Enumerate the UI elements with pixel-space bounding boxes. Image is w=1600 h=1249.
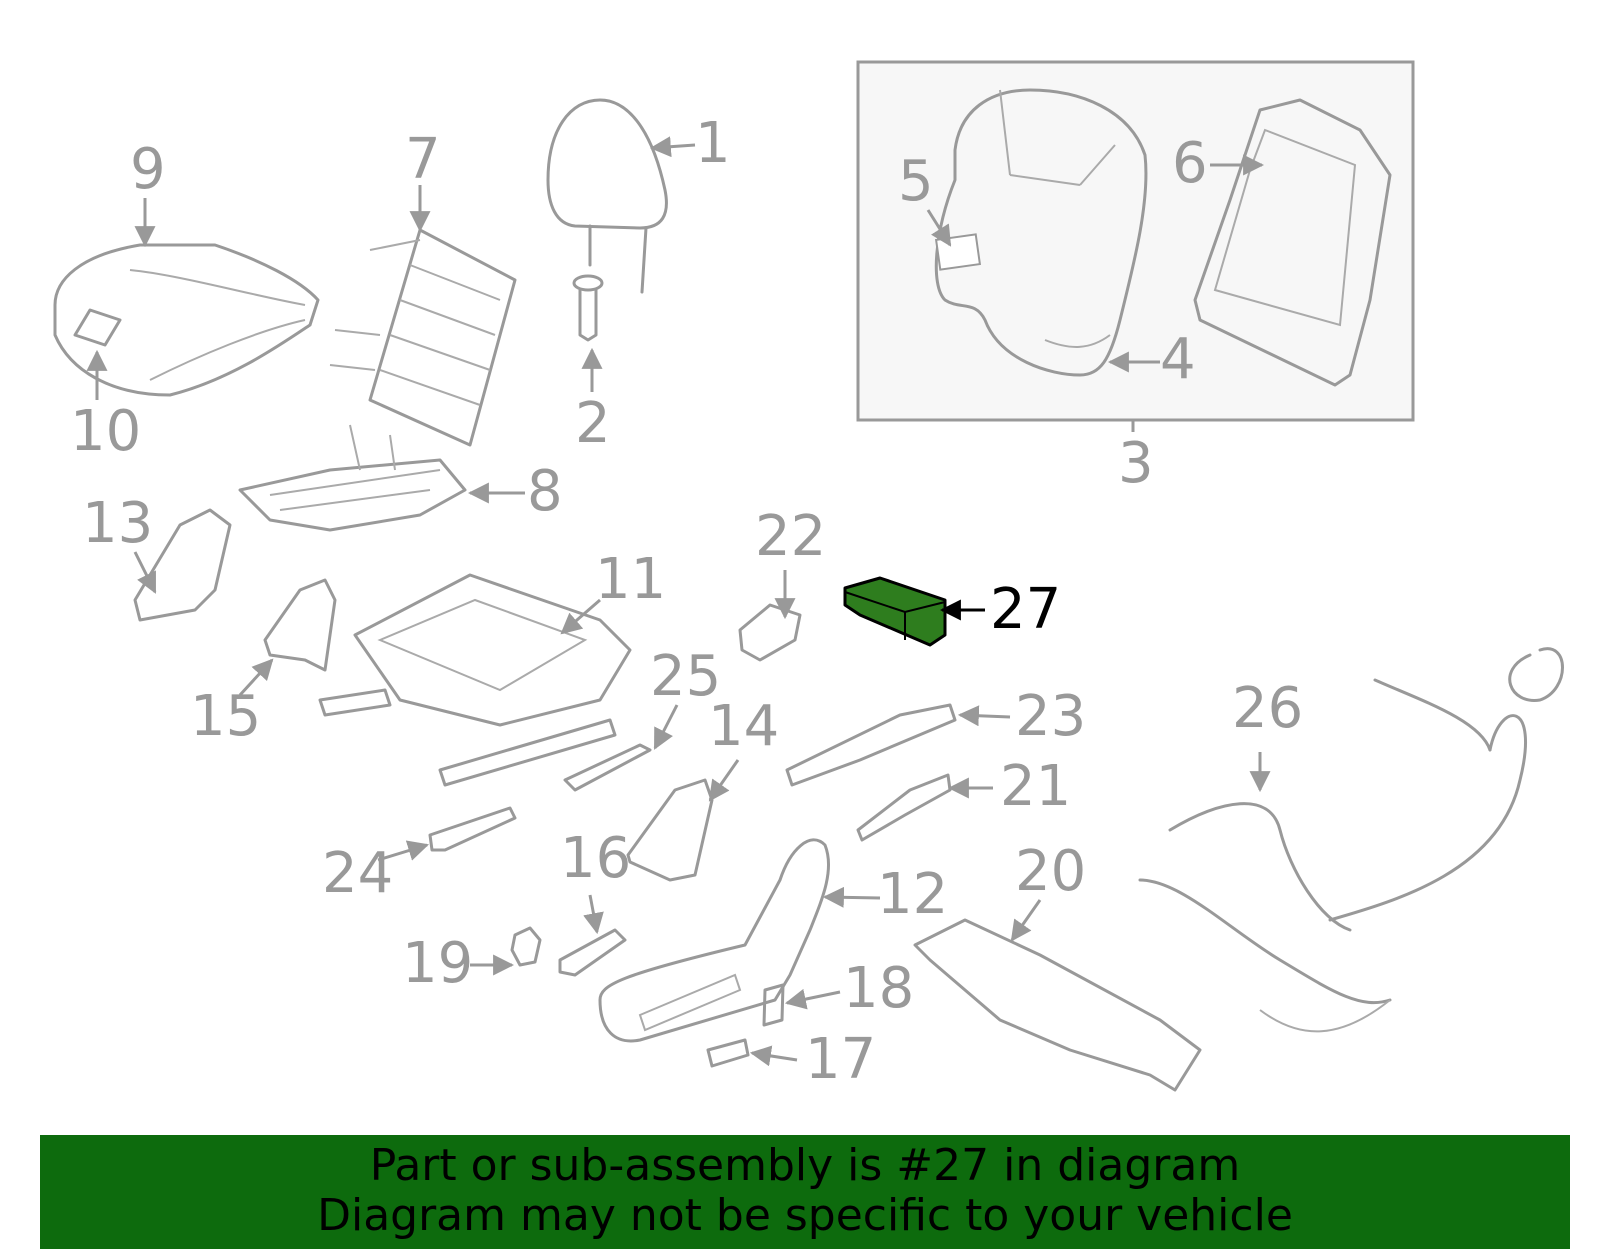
callout-10: 10: [70, 399, 141, 464]
frame-20[interactable]: [913, 918, 1202, 1092]
cover-24[interactable]: [428, 806, 517, 852]
cover-22[interactable]: [738, 603, 802, 662]
callout-15: 15: [190, 684, 261, 749]
side-shield[interactable]: [598, 838, 830, 1043]
callout-20: 20: [1015, 839, 1086, 904]
banner-line-2: Diagram may not be specific to your vehi…: [317, 1190, 1293, 1241]
callout-21: 21: [1000, 754, 1071, 819]
seatback-cushion[interactable]: [934, 88, 1148, 377]
headrest[interactable]: [546, 98, 668, 294]
callout-4: 4: [1160, 327, 1196, 392]
switch-18[interactable]: [762, 983, 785, 1027]
track-cover-23[interactable]: [785, 703, 957, 787]
module-27-highlighted[interactable]: [843, 576, 947, 647]
callout-17: 17: [805, 1027, 876, 1092]
hinge-cover-14[interactable]: [626, 778, 714, 882]
callout-1: 1: [695, 111, 731, 176]
callout-13: 13: [82, 491, 153, 556]
callout-9: 9: [130, 137, 166, 202]
callout-24: 24: [322, 841, 393, 906]
cushion-spring-assembly[interactable]: [238, 424, 467, 532]
cushion-spring[interactable]: [329, 228, 517, 447]
cover-25[interactable]: [563, 743, 652, 792]
callout-12: 12: [877, 862, 948, 927]
seat-cushion[interactable]: [53, 243, 320, 397]
cushion-pad[interactable]: [73, 308, 122, 347]
hinge-cover-13[interactable]: [133, 508, 232, 622]
callout-25: 25: [650, 644, 721, 709]
switch-knob-19[interactable]: [510, 926, 542, 967]
banner-line-1: Part or sub-assembly is #27 in diagram: [369, 1140, 1241, 1191]
callout-7: 7: [405, 127, 441, 192]
callout-5: 5: [898, 149, 934, 214]
callout-18: 18: [843, 956, 914, 1021]
callout-11: 11: [595, 547, 666, 612]
callout-6: 6: [1172, 131, 1208, 196]
bracket-21[interactable]: [856, 773, 952, 842]
switch-17[interactable]: [706, 1038, 750, 1068]
callout-8: 8: [527, 459, 563, 524]
seat-frame[interactable]: [318, 573, 632, 787]
part-info-banner: Part or sub-assembly is #27 in diagram D…: [40, 1135, 1570, 1249]
callout-2: 2: [575, 391, 611, 456]
callout-26: 26: [1232, 676, 1303, 741]
seat-heater-pad[interactable]: [934, 233, 982, 271]
callout-23: 23: [1015, 684, 1086, 749]
callout-19: 19: [402, 931, 473, 996]
callout-27: 27: [990, 577, 1061, 642]
wiring-harness[interactable]: [1138, 647, 1564, 1033]
callout-22: 22: [755, 504, 826, 569]
switch-16[interactable]: [558, 928, 627, 977]
callout-16: 16: [560, 826, 631, 891]
headrest-guide[interactable]: [572, 274, 604, 342]
bracket-15[interactable]: [263, 578, 337, 672]
callout-14: 14: [708, 694, 779, 759]
callout-3: 3: [1118, 431, 1154, 496]
